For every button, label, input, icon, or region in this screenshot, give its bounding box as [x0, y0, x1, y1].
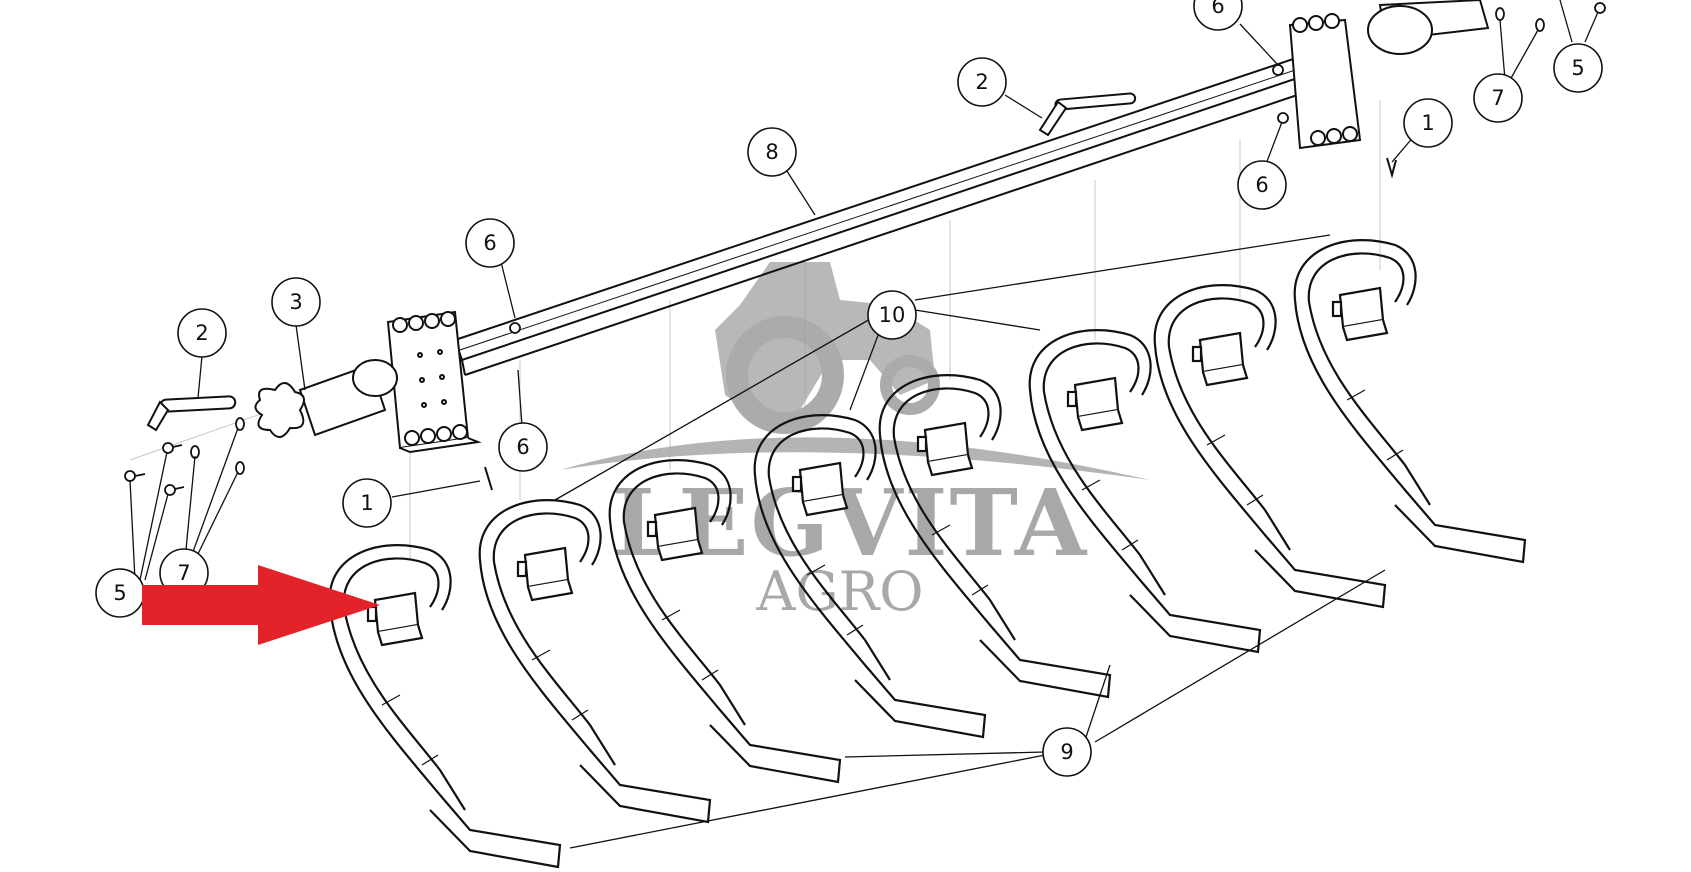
pin-left [146, 395, 237, 432]
callout-circle [1473, 73, 1523, 123]
spring-tine [1293, 239, 1527, 564]
callout-label: 3 [289, 290, 302, 314]
tine-clamp [1331, 286, 1389, 342]
callout-circle [1403, 98, 1453, 148]
leader-lines [129, 0, 1599, 849]
callout-c8: 8 [747, 127, 797, 177]
callout-circle [1193, 0, 1243, 31]
callout-circle [465, 218, 515, 268]
hub-right [1367, 0, 1490, 55]
callout-label: 7 [1491, 86, 1504, 110]
callout-label: 8 [765, 140, 778, 164]
callout-label: 2 [975, 70, 988, 94]
callout-label: 6 [516, 435, 529, 459]
callout-circle [271, 277, 321, 327]
spring-tine [608, 459, 842, 784]
watermark-logo: LEGVITA AGRO [560, 262, 1150, 623]
callout-label: 2 [195, 321, 208, 345]
callout-circle [498, 422, 548, 472]
watermark-swoosh [560, 437, 1150, 480]
callout-c1a: 1 [342, 478, 392, 528]
callout-c1b: 1 [1403, 98, 1453, 148]
spring-tine [478, 499, 712, 824]
callout-circle [1553, 43, 1603, 93]
callout-c6b: 6 [498, 422, 548, 472]
split-pins [484, 157, 1397, 491]
spring-tine [753, 414, 987, 739]
callout-label: 9 [1060, 740, 1073, 764]
spring-tine [1153, 284, 1387, 609]
left-bracket-plate [386, 310, 482, 454]
callout-label: 6 [483, 231, 496, 255]
callout-circle [1237, 160, 1287, 210]
tine-clamp [916, 421, 974, 477]
callout-circle [957, 57, 1007, 107]
callout-circle [177, 308, 227, 358]
callout-label: 1 [360, 491, 373, 515]
hub-left [254, 359, 398, 438]
callout-label: 10 [879, 303, 906, 327]
watermark-word-2: AGRO [755, 560, 923, 623]
callout-c7b: 7 [1473, 73, 1523, 123]
callout-label: 7 [177, 561, 190, 585]
callout-label: 6 [1211, 0, 1224, 18]
callout-label: 5 [113, 581, 126, 605]
callout-circle [1042, 727, 1092, 777]
callout-c6a: 6 [465, 218, 515, 268]
tine-clamp [366, 591, 424, 647]
callout-label: 6 [1255, 173, 1268, 197]
spring-tine [878, 374, 1112, 699]
spring-tines [328, 239, 1527, 869]
callout-c5a: 5 [95, 568, 145, 618]
callout-circle [867, 290, 917, 340]
callouts: 1 1 2 2 3 5 5 6 6 6 6 7 7 8 9 10 [95, 0, 1603, 777]
callout-c5b: 5 [1553, 43, 1603, 93]
callout-c2a: 2 [177, 308, 227, 358]
tine-clamp [1191, 331, 1249, 387]
right-bracket-plate [1288, 13, 1362, 150]
callout-label: 1 [1421, 111, 1434, 135]
callout-c3: 3 [271, 277, 321, 327]
tine-clamp [516, 546, 574, 602]
spring-tine [328, 544, 562, 869]
callout-label: 5 [1571, 56, 1584, 80]
callout-c6c: 6 [1193, 0, 1243, 31]
callout-c2b: 2 [957, 57, 1007, 107]
pin-right [1038, 92, 1137, 137]
callout-c6d: 6 [1237, 160, 1287, 210]
callout-c9: 9 [1042, 727, 1092, 777]
callout-c10: 10 [867, 290, 917, 340]
tractor-icon [715, 262, 940, 434]
callout-circle [747, 127, 797, 177]
spring-tine [1028, 329, 1262, 654]
tine-clamp [646, 506, 704, 562]
bolts-and-washers [124, 2, 1606, 496]
tine-clamp [791, 461, 849, 517]
red-pointer-arrow [142, 565, 380, 645]
callout-circle [342, 478, 392, 528]
tine-clamp [1066, 376, 1124, 432]
